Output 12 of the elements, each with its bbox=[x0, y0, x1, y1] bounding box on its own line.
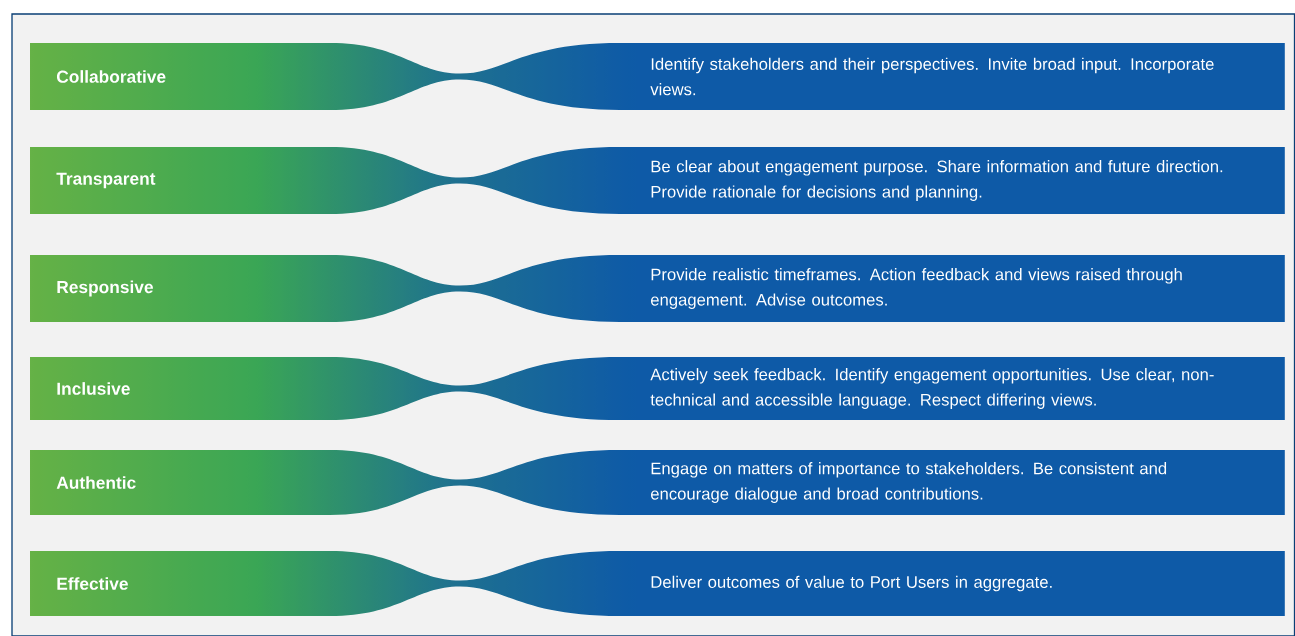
principle-name: Inclusive bbox=[57, 382, 130, 395]
principle-name: Authentic bbox=[56, 476, 136, 489]
principle-description: Be clear about engagement purpose. Share information and future direction. Provide rationale for decisions and planning. bbox=[651, 160, 1223, 201]
principle-description: Actively seek feedback. Identify engagement opportunities. Use clear, non-technical and accessible language. Respect differing views. bbox=[650, 368, 1214, 409]
principle-description: Deliver outcomes of value to Port Users in aggregate. bbox=[651, 575, 1052, 592]
principle-name: Effective bbox=[57, 577, 128, 590]
principle-description: Provide realistic timeframes. Action feedback and views raised through engagement. Advise outcomes. bbox=[651, 268, 1182, 309]
principle-name: Collaborative bbox=[57, 70, 166, 83]
principle-name: Responsive bbox=[57, 280, 153, 297]
principle-name: Transparent bbox=[56, 172, 156, 189]
principle-description: Identify stakeholders and their perspectives. Invite broad input. Incorporate views. bbox=[650, 57, 1214, 96]
principle-description: Engage on matters of importance to stakeholders. Be consistent and encourage dialogue and broad contributions. bbox=[651, 462, 1167, 503]
